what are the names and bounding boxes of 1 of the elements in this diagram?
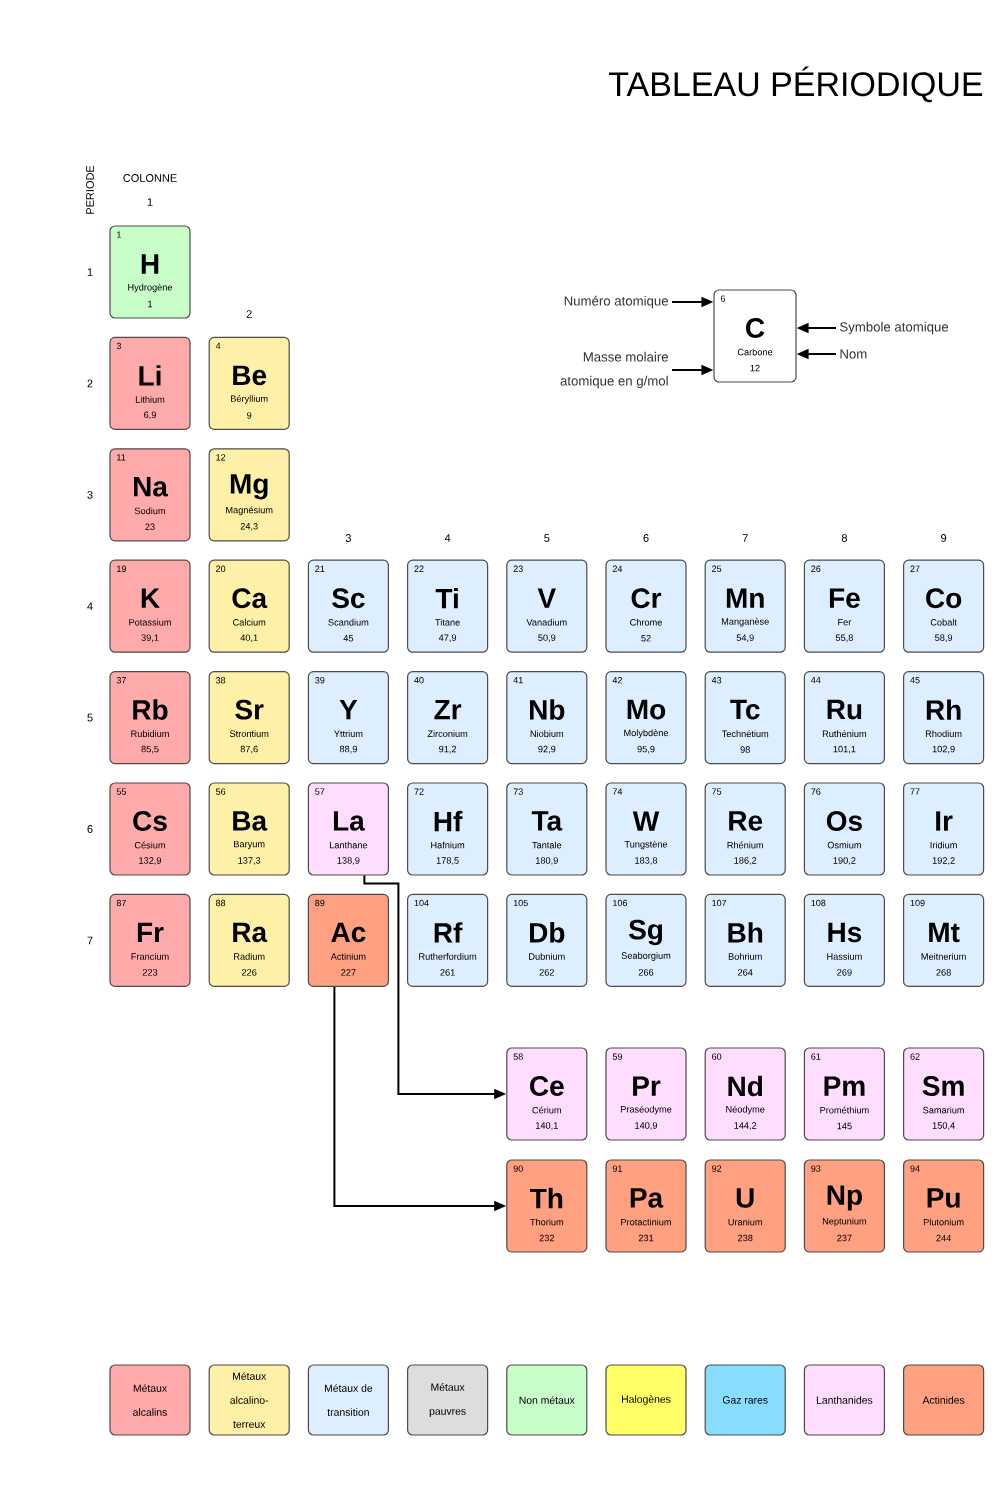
title: TABLEAU PÉRIODIQUE [609, 66, 983, 103]
